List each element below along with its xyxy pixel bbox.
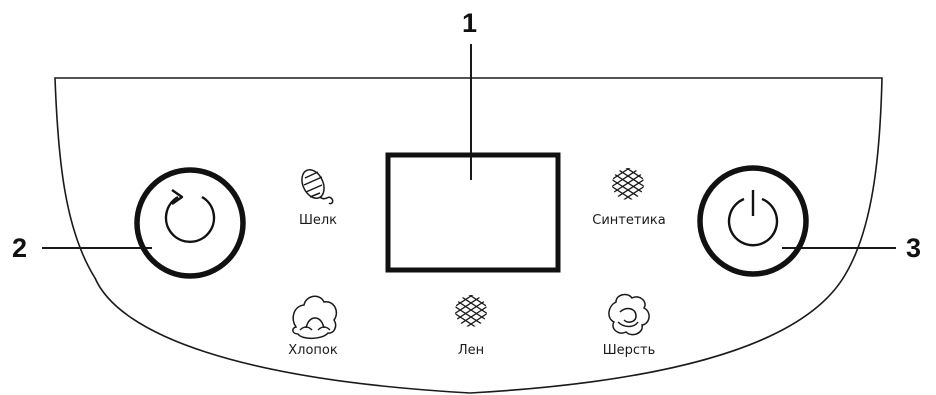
mode-label-wool: Шерсть: [602, 343, 656, 358]
display-screen: [385, 152, 561, 273]
power-icon: [727, 190, 779, 247]
mode-label-cotton: Хлопок: [288, 343, 338, 358]
callout-number-3: 3: [906, 233, 922, 263]
synthetics-mesh-icon: [612, 168, 644, 200]
mode-label-silk: Шелк: [298, 213, 338, 228]
cocoon-icon: [301, 169, 334, 205]
mode-label-synthetics: Синтетика: [592, 213, 666, 228]
refresh-icon: [164, 189, 216, 243]
mode-label-linen: Лен: [457, 343, 485, 358]
callout-number-2: 2: [12, 233, 28, 263]
wool-ball-icon: [608, 293, 650, 336]
callout-number-1: 1: [462, 8, 478, 38]
linen-mesh-icon: [455, 295, 487, 327]
panel-outline: [54, 77, 883, 394]
cotton-flower-icon: [292, 295, 338, 340]
power-button[interactable]: [697, 165, 809, 277]
program-button[interactable]: [134, 167, 246, 279]
